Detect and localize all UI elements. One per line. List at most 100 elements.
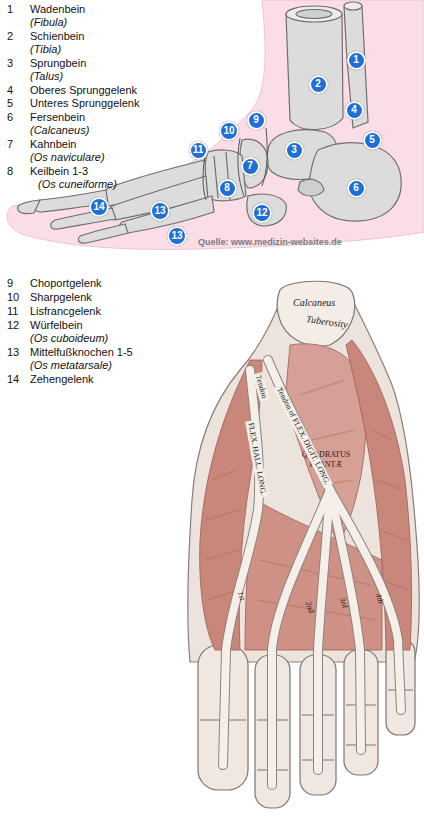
- side-view-bones: [286, 6, 342, 22]
- callout-number: 10: [223, 126, 234, 136]
- callout-number: 10: [7, 291, 19, 304]
- part-name: Schienbein: [30, 30, 84, 43]
- side-view-bones: [78, 224, 128, 243]
- part-name: Oberes Sprunggelenk: [30, 84, 137, 97]
- callout-number: 4: [351, 105, 357, 115]
- callout-circle: 7: [241, 157, 260, 176]
- side-view-bones: [286, 14, 343, 130]
- callout-number: 11: [7, 305, 18, 318]
- part-name: Mittelfußknochen 1-5: [30, 346, 133, 359]
- tendons: [272, 490, 330, 785]
- side-view-bones: [344, 2, 362, 10]
- latin-name: (Calcaneus): [30, 124, 89, 137]
- callout-number: 2: [315, 79, 321, 89]
- side-view-bones: [18, 200, 40, 214]
- tendons: [318, 490, 330, 770]
- part-name: Zehengelenk: [30, 373, 94, 386]
- callout-number: 12: [7, 319, 19, 332]
- side-view-bones: [119, 196, 214, 233]
- side-view-bones: [18, 2, 402, 243]
- latin-name: (Os metatarsale): [30, 359, 112, 372]
- callout-circle: 3: [285, 141, 304, 160]
- callout-number: 13: [154, 206, 165, 216]
- callout-number: 9: [253, 115, 259, 125]
- muscle-label: 2nd: [303, 600, 317, 615]
- latin-name: (Os cuboideum): [30, 332, 108, 345]
- side-view-bones: [204, 150, 246, 201]
- tendons: [272, 490, 330, 785]
- callout-number: 7: [247, 161, 253, 171]
- muscle-label: 4th: [373, 592, 386, 605]
- callout-number: 14: [7, 373, 19, 386]
- latin-name: (Talus): [30, 70, 63, 83]
- callout-circle: 13: [150, 201, 170, 221]
- callout-number: 7: [7, 138, 13, 151]
- callout-number: 5: [7, 97, 13, 110]
- part-name: Wadenbein: [30, 3, 85, 16]
- tendon-label: Tendon: [252, 372, 269, 402]
- callout-number: 6: [7, 111, 13, 124]
- muscle-label: 3rd: [337, 596, 350, 610]
- part-name: Kahnbein: [30, 138, 77, 151]
- tendons: [223, 360, 401, 785]
- callout-number: 6: [353, 183, 359, 193]
- callout-number: 9: [7, 277, 13, 290]
- bone-label: Calcaneus: [293, 297, 335, 309]
- foot-silhouette: [7, 0, 424, 249]
- callout-circle: 10: [219, 121, 239, 141]
- callout-circle: 13: [167, 226, 187, 246]
- part-name: Fersenbein: [30, 111, 85, 124]
- part-name: Lisfrancgelenk: [30, 305, 101, 318]
- callout-number: 14: [93, 202, 104, 212]
- callout-number: 8: [224, 183, 230, 193]
- latin-name: (Tibia): [30, 43, 61, 56]
- callout-circle: 6: [347, 179, 366, 198]
- callout-circle: 1: [347, 51, 366, 70]
- callout-circle: 5: [363, 131, 382, 150]
- side-view-bones: [344, 6, 368, 128]
- callout-number: 8: [7, 165, 13, 178]
- callout-circle: 9: [247, 111, 266, 130]
- callout-number: 11: [193, 145, 204, 155]
- calcaneus-bone: [277, 281, 355, 346]
- tendons: [330, 490, 401, 710]
- muscle-label: 1st: [235, 590, 248, 602]
- part-name: Unteres Sprunggelenk: [30, 97, 139, 110]
- tendons: [223, 360, 401, 785]
- callout-number: 1: [7, 3, 13, 16]
- tendons: [223, 360, 401, 785]
- callout-number: 5: [369, 135, 375, 145]
- latin-name: (Os naviculare): [30, 151, 105, 164]
- callout-number: 12: [256, 208, 267, 218]
- callout-number: 3: [7, 57, 13, 70]
- tendon-label: Tendon of FLEX. DIGIT. LONG.: [273, 384, 333, 488]
- callout-circle: 8: [218, 179, 237, 198]
- callout-number: 1: [353, 55, 359, 65]
- side-view-bones: [309, 143, 401, 221]
- callout-number: 3: [291, 145, 297, 155]
- latin-name: (Os cuneiforme): [38, 178, 117, 191]
- tendon-label: FLEX. HALL. LONG.: [245, 420, 268, 498]
- side-view-bones: [247, 194, 287, 226]
- toe-bones: [200, 690, 413, 770]
- calcaneus-bone: [277, 281, 355, 346]
- part-name: Sharpgelenk: [30, 291, 92, 304]
- side-view-bones: [298, 179, 324, 196]
- part-name: Sprungbein: [30, 57, 86, 70]
- callout-circle: 2: [309, 75, 328, 94]
- bone-label: Tuberosity: [305, 313, 348, 331]
- part-name: Würfelbein: [30, 319, 83, 332]
- part-name: Choportgelenk: [30, 277, 102, 290]
- foot-silhouette: [7, 0, 424, 249]
- latin-name: (Fibula): [30, 16, 67, 29]
- callout-circle: 4: [345, 101, 364, 120]
- callout-number: 13: [7, 346, 19, 359]
- part-name: Keilbein 1-3: [30, 165, 88, 178]
- callout-number: 13: [171, 231, 182, 241]
- joint-lines: [262, 128, 267, 186]
- callout-circle: 11: [189, 141, 208, 160]
- tendons: [318, 490, 330, 770]
- source-note: Quelle: www.medizin-websites.de: [198, 237, 342, 248]
- callout-circle: 14: [89, 197, 109, 217]
